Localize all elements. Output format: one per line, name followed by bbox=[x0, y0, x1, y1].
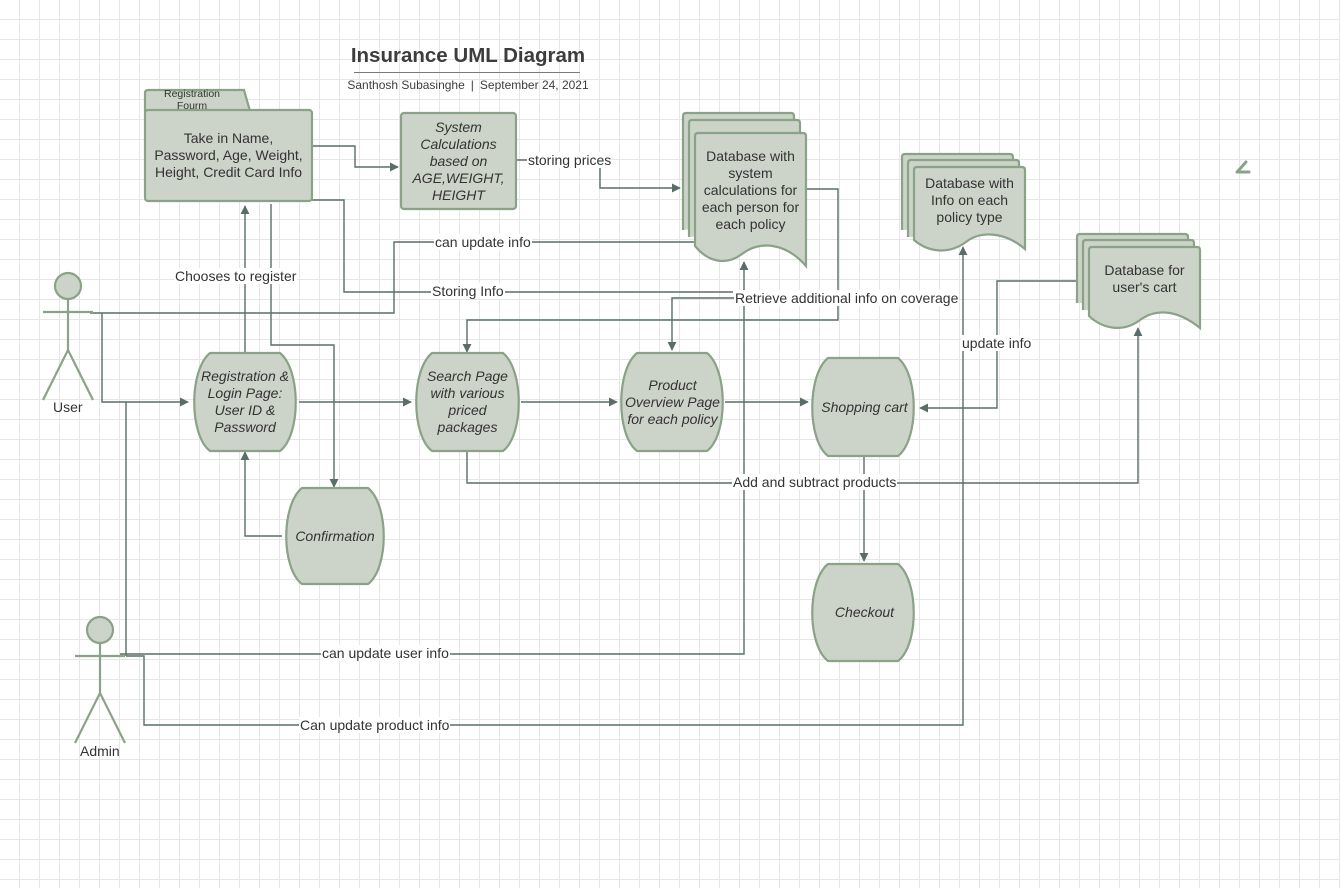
edge-label-storing-info: Storing Info bbox=[431, 283, 505, 299]
edge-label-can-update-user-info: can update user info bbox=[321, 645, 450, 661]
registration-form-label: Take in Name, Password, Age, Weight, Hei… bbox=[154, 129, 303, 180]
registration-folder-tab bbox=[143, 88, 252, 113]
edge-confirmation-to-login bbox=[240, 451, 282, 537]
product-overview-label: Product Overview Page for each policy bbox=[625, 376, 720, 427]
edge-form-to-calculations bbox=[312, 145, 399, 172]
edge-label-can-update-info: can update info bbox=[434, 234, 532, 250]
edge-label-storing-prices: storing prices bbox=[527, 152, 613, 168]
user-actor-figure[interactable] bbox=[42, 271, 94, 401]
db-policy-label: Database with Info on each policy type bbox=[925, 174, 1014, 225]
title-underline bbox=[354, 72, 580, 73]
edge-label-chooses-register: Chooses to register bbox=[174, 268, 298, 284]
db-calculations-shape[interactable] bbox=[681, 111, 808, 269]
edge-add-subtract bbox=[466, 327, 1143, 484]
subtitle-separator: | bbox=[470, 78, 474, 92]
user-actor-label: User bbox=[53, 399, 83, 415]
login-page-label: Registration & Login Page: User ID & Pas… bbox=[201, 368, 289, 435]
diagram-title: Insurance UML Diagram bbox=[350, 44, 586, 67]
search-page-label: Search Page with various priced packages bbox=[427, 368, 508, 435]
checkout-shape[interactable] bbox=[811, 562, 915, 663]
edge-retrieve-to-overview bbox=[667, 297, 737, 351]
author-name: Santhosh Subasinghe bbox=[347, 78, 465, 92]
edge-storing-info bbox=[312, 199, 733, 293]
edge-label-update-info: update info bbox=[961, 335, 1033, 351]
edge-user-update-info bbox=[90, 241, 695, 314]
product-overview-shape[interactable] bbox=[620, 351, 724, 453]
edge-user-to-login bbox=[101, 313, 189, 407]
system-calculations-box[interactable] bbox=[399, 111, 518, 211]
diagram-date: September 24, 2021 bbox=[479, 78, 589, 92]
edge-label-can-update-product-info: Can update product info bbox=[299, 717, 451, 733]
db-policy-shape[interactable] bbox=[900, 152, 1027, 252]
db-calculations-label: Database with system calculations for ea… bbox=[701, 147, 800, 232]
diagram-subtitle: Santhosh Subasinghe | September 24, 2021 bbox=[320, 78, 616, 92]
registration-form-box[interactable] bbox=[143, 108, 314, 203]
registration-tab-label: Registration Fourm bbox=[163, 88, 221, 112]
edge-admin-update-product bbox=[126, 246, 968, 726]
edge-label-add-subtract: Add and subtract products bbox=[732, 474, 898, 490]
login-page-shape[interactable] bbox=[193, 351, 297, 453]
shopping-cart-shape[interactable] bbox=[811, 356, 915, 458]
system-calculations-label: System Calculations based on AGE,WEIGHT,… bbox=[412, 118, 505, 203]
confirmation-label: Confirmation bbox=[295, 527, 375, 544]
db-cart-label: Database for user's cart bbox=[1104, 262, 1185, 295]
pencil-icon[interactable] bbox=[1235, 160, 1251, 174]
shopping-cart-label: Shopping cart bbox=[821, 398, 908, 415]
search-page-shape[interactable] bbox=[415, 351, 520, 453]
admin-actor-label: Admin bbox=[80, 743, 120, 759]
admin-actor-figure[interactable] bbox=[74, 615, 126, 744]
edge-label-retrieve-info: Retrieve additional info on coverage bbox=[734, 290, 960, 306]
confirmation-shape[interactable] bbox=[285, 486, 385, 586]
db-cart-shape[interactable] bbox=[1075, 232, 1202, 331]
edge-admin-update-user bbox=[120, 261, 749, 655]
edge-retrieve-to-search bbox=[462, 188, 839, 353]
checkout-label: Checkout bbox=[834, 604, 895, 620]
